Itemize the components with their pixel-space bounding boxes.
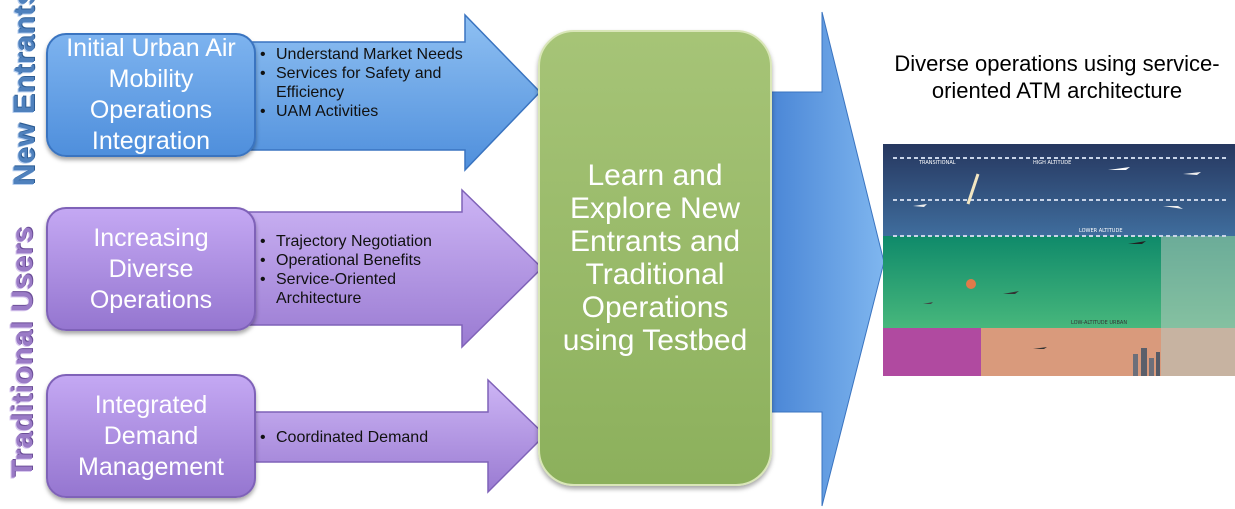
bullet-item: UAM Activities [258, 102, 473, 121]
airspace-label-low-altitude-urban: LOW-ALTITUDE URBAN [1071, 320, 1127, 326]
bullet-item: Operational Benefits [258, 251, 468, 270]
big-arrow [769, 11, 885, 507]
airspace-illustration: TRANSITIONAL HIGH ALTITUDE LOWER ALTITUD… [883, 144, 1235, 376]
row-2-box: Increasing Diverse Operations [46, 207, 256, 331]
bullet-item: Trajectory Negotiation [258, 232, 468, 251]
airspace-label-transitional: TRANSITIONAL [918, 160, 956, 166]
bullet-item: Understand Market Needs [258, 45, 473, 64]
bullet-item: Coordinated Demand [258, 428, 468, 447]
bullet-item: Service-Oriented Architecture [258, 270, 468, 308]
airspace-label-lower-altitude: LOWER ALTITUDE [1079, 228, 1122, 234]
row-3-bullets: Coordinated Demand [258, 428, 468, 447]
airspace-label-high-altitude: HIGH ALTITUDE [1033, 160, 1071, 166]
center-text: Learn and Explore New Entrants and Tradi… [562, 159, 748, 357]
row-1-bullets: Understand Market Needs Services for Saf… [258, 45, 473, 121]
bullet-item: Services for Safety and Efficiency [258, 64, 473, 102]
center-box: Learn and Explore New Entrants and Tradi… [538, 30, 772, 486]
row-3-box: Integrated Demand Management [46, 374, 256, 498]
row-2-bullets: Trajectory Negotiation Operational Benef… [258, 232, 468, 308]
row-1-box: Initial Urban Air Mobility Operations In… [46, 33, 256, 157]
right-title: Diverse operations using service-oriente… [894, 51, 1220, 103]
